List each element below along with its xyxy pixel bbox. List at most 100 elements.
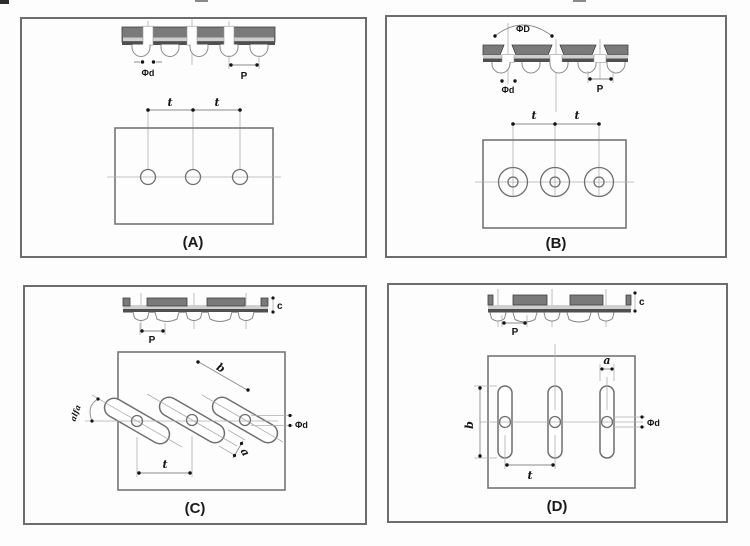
plate-bottom-edge: [123, 309, 268, 313]
hole: [600, 415, 614, 429]
label-countersink-diameter: ΦD: [516, 24, 530, 34]
dim-slot-width: a: [599, 354, 615, 381]
slot-center-holes: [498, 415, 614, 429]
dim-thickness: c: [633, 291, 645, 313]
round-holes: [139, 168, 249, 186]
hole: [549, 176, 561, 188]
slot-axis-lines: [91, 393, 284, 448]
scan-artifact: [195, 0, 208, 2]
dim-spacing: t t: [146, 96, 242, 112]
extension-lines: [512, 122, 600, 197]
plate-section: [482, 44, 629, 56]
hole: [507, 176, 519, 188]
countersink: [583, 166, 615, 198]
plate-band: [488, 305, 631, 309]
label-hole-diameter: Φd: [295, 420, 308, 430]
cross-section-view: P c: [487, 289, 645, 338]
scan-artifact: [573, 0, 586, 2]
label-angle: alfa: [68, 403, 83, 422]
dim-spacing: t: [136, 436, 193, 477]
label-spacing: t: [527, 469, 532, 482]
plan-view: t t: [107, 96, 281, 225]
dim-pitch: P: [501, 315, 528, 338]
label-pitch: P: [149, 335, 156, 346]
plan-view: a b Φd t: [463, 344, 660, 489]
panel-angled-slots: P c: [23, 285, 367, 525]
hole-exit-cups: [489, 312, 615, 323]
label-spacing-left: t: [531, 109, 536, 122]
label-spacing-right: t: [574, 109, 579, 122]
countersink: [497, 166, 529, 198]
dim-spacing: t: [505, 463, 555, 482]
label-hole-diameter: Φd: [647, 418, 660, 428]
panel-b-drawing: ΦD: [475, 23, 634, 252]
plate-bottom-edge: [488, 309, 631, 313]
dim-pitch: P: [228, 55, 260, 82]
hole: [548, 415, 562, 429]
hole: [130, 414, 144, 428]
cross-section-view: Φd P: [121, 19, 276, 82]
dim-countersink-diameter: ΦD: [493, 24, 554, 38]
label-spacing-right: t: [214, 96, 219, 109]
hole: [231, 168, 249, 186]
label-thickness: c: [277, 301, 283, 312]
cross-section-view: ΦD: [482, 23, 629, 112]
dim-hole-diameter: Φd: [134, 60, 162, 78]
panel-a-drawing: Φd P t t: [107, 19, 281, 251]
hole: [184, 168, 202, 186]
label-spacing: t: [162, 458, 167, 471]
countersunk-holes: [497, 166, 615, 198]
label-pitch: P: [597, 84, 604, 95]
panel-caption: (A): [183, 234, 204, 251]
label-thickness: c: [639, 297, 645, 308]
slot-center-lines: [504, 344, 608, 469]
dim-pitch: P: [139, 323, 166, 346]
plan-view: t t: [475, 109, 634, 229]
plate-section: [487, 294, 632, 306]
hole: [139, 168, 157, 186]
dim-hole-diameter: Φd: [251, 413, 308, 430]
label-pitch: P: [512, 327, 519, 338]
dim-thickness: c: [271, 296, 283, 314]
panel-vertical-slots: P c: [387, 283, 728, 523]
panel-caption: (D): [547, 498, 568, 515]
label-spacing-left: t: [167, 96, 172, 109]
panel-caption: (C): [185, 500, 206, 517]
label-hole-diameter: Φd: [142, 68, 155, 78]
plate-outline: [114, 127, 274, 225]
cross-section-view: P c: [122, 293, 283, 346]
extension-lines: [147, 108, 241, 170]
dim-hole-diameter: Φd: [613, 415, 660, 429]
label-slot-length: b: [463, 421, 476, 429]
countersink: [539, 166, 571, 198]
panel-caption: (B): [546, 235, 567, 252]
dim-angle: alfa: [68, 397, 100, 423]
plate-band: [123, 305, 268, 309]
hole-exit-cups: [131, 44, 269, 57]
dim-spacing: t t: [511, 109, 601, 126]
scan-artifact: [0, 0, 9, 4]
plate-band: [123, 37, 274, 41]
dim-slot-length: b: [196, 360, 250, 392]
dim-hole-diameter: Φd: [500, 79, 517, 95]
label-slot-width: a: [238, 446, 253, 459]
hole-exit-cups: [132, 311, 255, 322]
hole: [185, 413, 199, 427]
label-hole-diameter: Φd: [502, 85, 515, 95]
hole: [593, 176, 605, 188]
panel-d-drawing: P c: [463, 289, 660, 515]
panel-c-drawing: P c: [68, 293, 308, 517]
panel-round-holes: Φd P t t: [20, 17, 367, 258]
plate-bottom-edge: [122, 41, 275, 45]
plan-view: alfa b a Φd: [68, 351, 308, 491]
label-pitch: P: [241, 71, 248, 82]
label-slot-length: b: [214, 360, 227, 375]
hole: [498, 415, 512, 429]
dim-pitch: P: [587, 71, 614, 95]
label-slot-width: a: [603, 354, 610, 367]
slot-center-holes: [130, 413, 252, 428]
plate-section: [122, 297, 269, 307]
panel-countersunk-holes: ΦD: [385, 15, 727, 258]
hole: [238, 413, 252, 427]
